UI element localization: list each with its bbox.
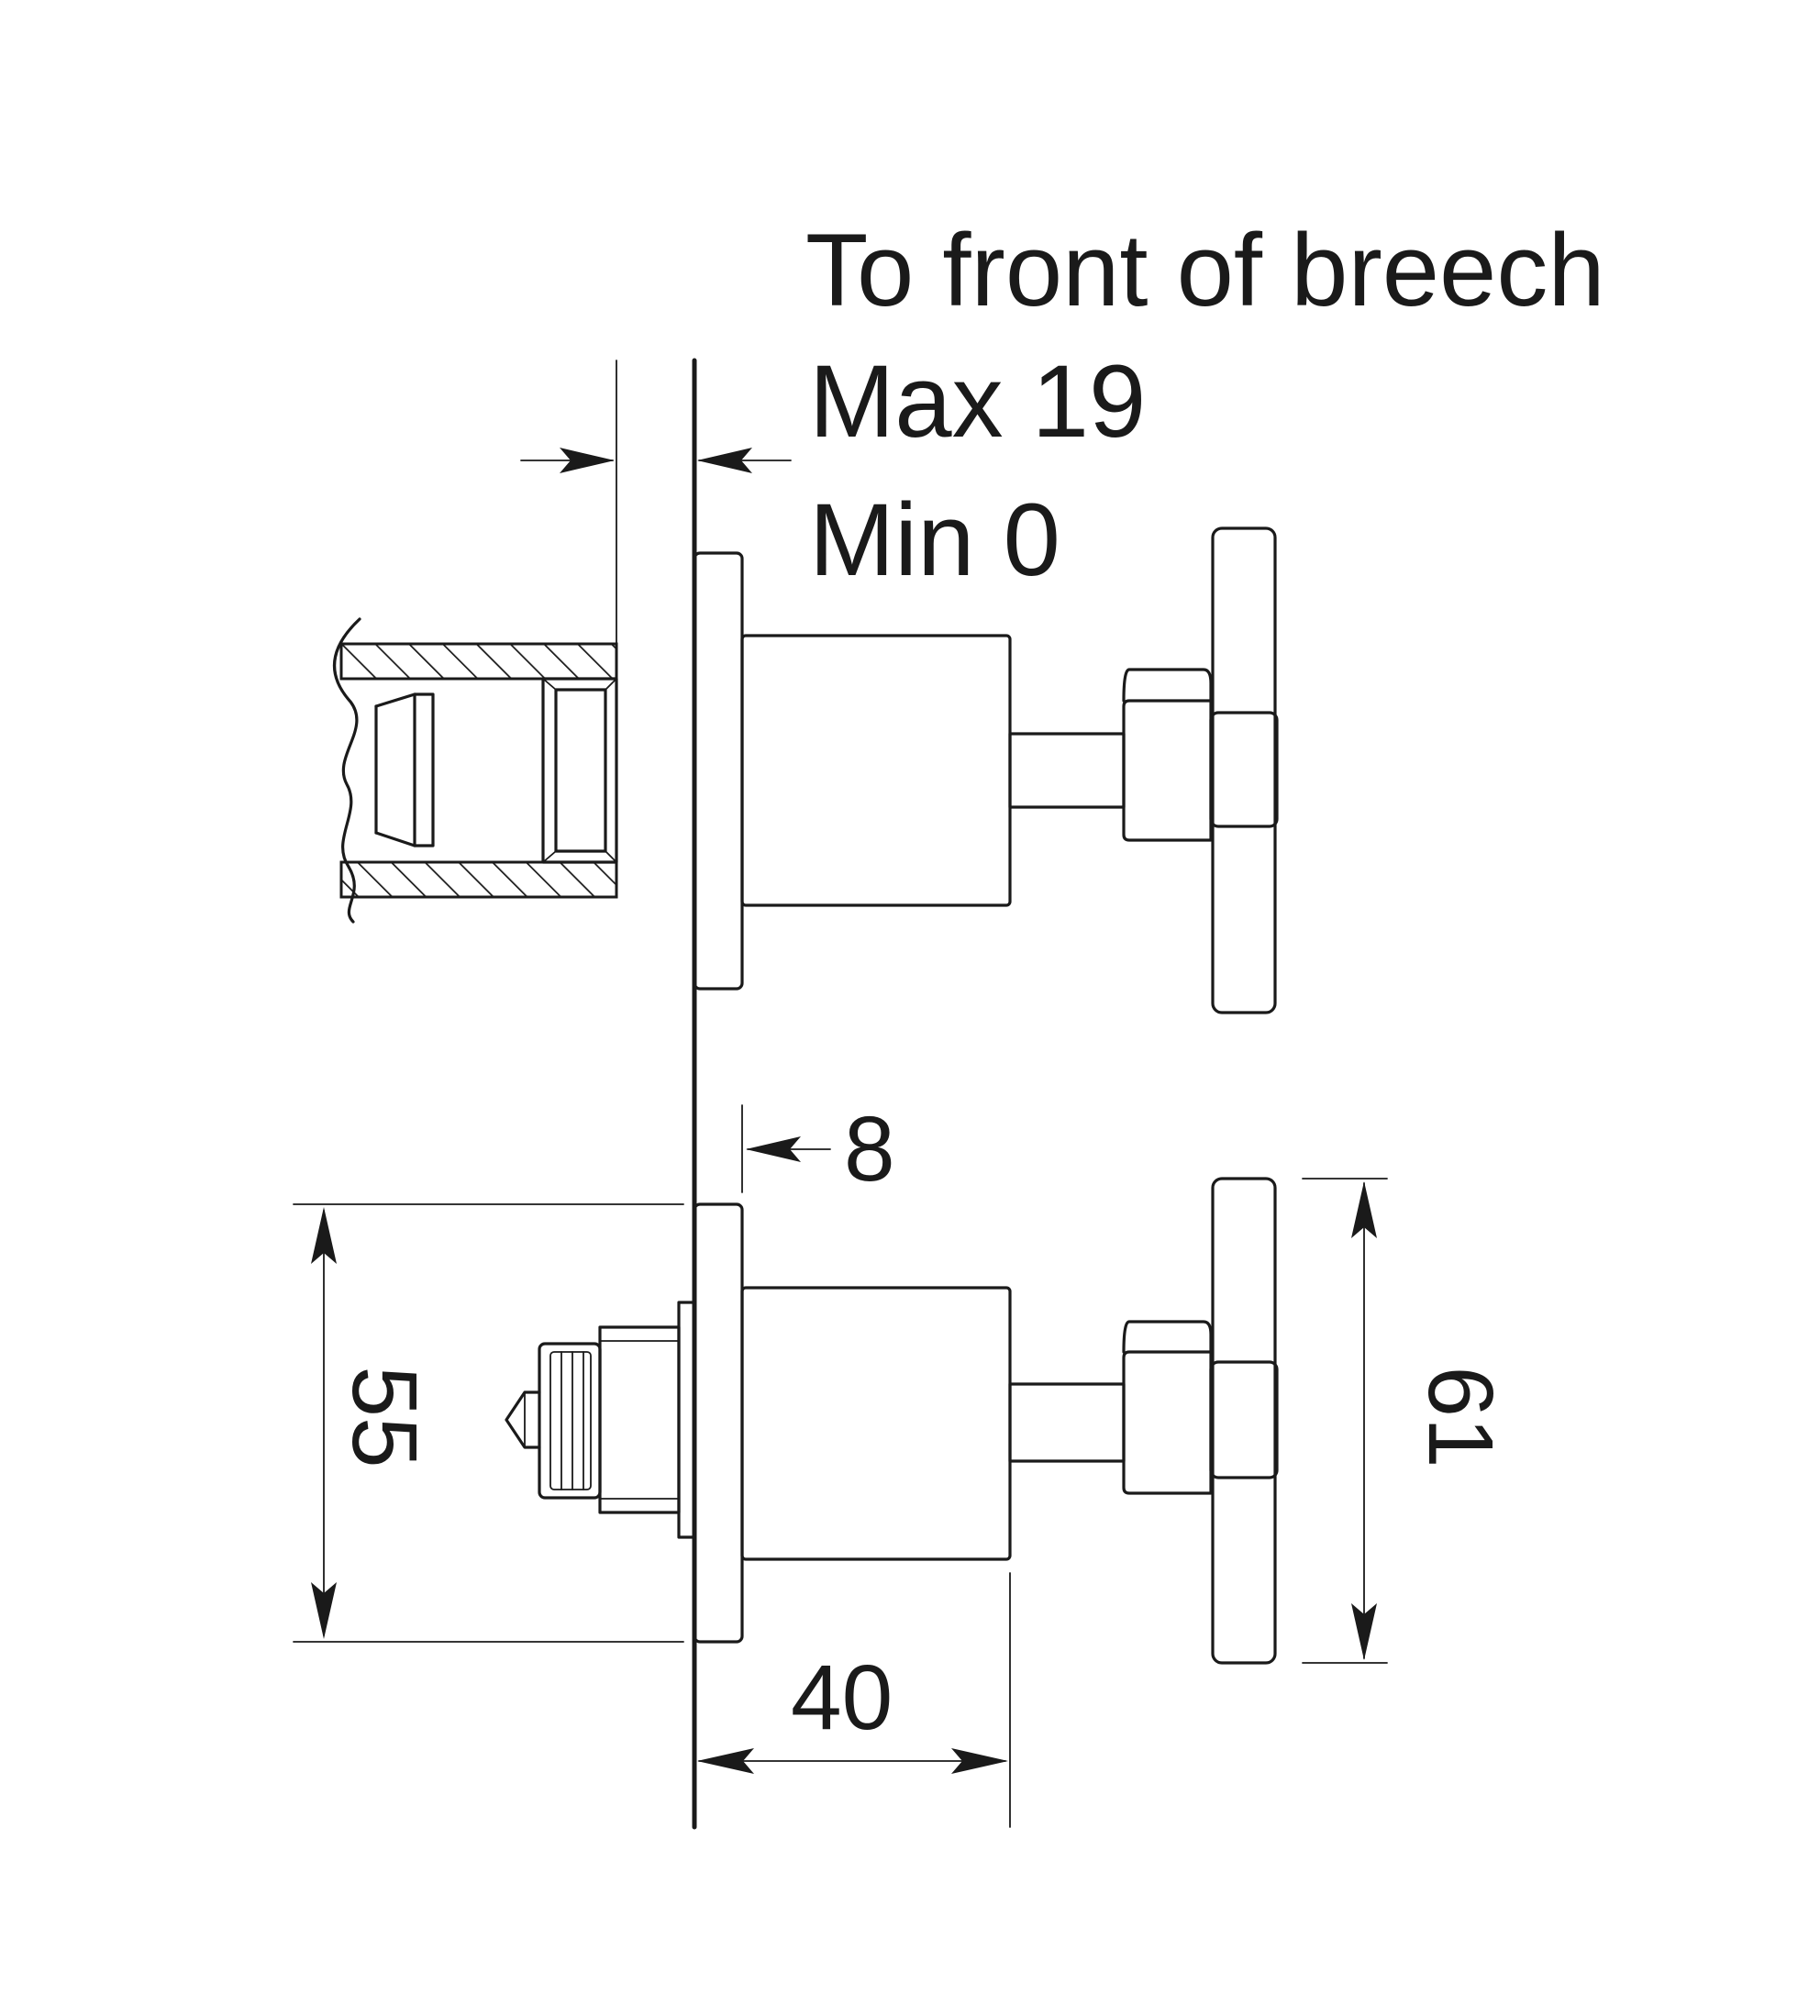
lower-flange <box>693 1202 744 1644</box>
dim-8-label: 8 <box>844 1098 895 1201</box>
lower-hub <box>1122 1350 1213 1495</box>
lower-handle-nut <box>1209 1360 1279 1479</box>
pipe-bottom-wall <box>339 860 618 899</box>
lower-handle <box>1211 1177 1277 1665</box>
lower-spindle <box>1008 1382 1126 1463</box>
dim-55-label: 55 <box>333 1366 436 1468</box>
lower-valve <box>505 1177 1279 1665</box>
pipe-break-line <box>332 617 361 924</box>
lower-tail-pin <box>505 1390 541 1449</box>
upper-hub <box>1122 699 1213 842</box>
dim-61-arrow-bottom <box>1351 1603 1377 1660</box>
breech-pipe-section <box>332 617 618 924</box>
breech-arrow-left <box>560 448 615 473</box>
lower-body <box>740 1286 1012 1561</box>
dim-61-arrow-top <box>1351 1181 1377 1238</box>
lower-tail-collar <box>677 1301 696 1539</box>
dim-40-arrow-right <box>951 1748 1008 1774</box>
breech-note-line-1: To front of breech <box>805 213 1605 327</box>
upper-valve <box>693 526 1279 1014</box>
pipe-top-wall <box>339 642 618 681</box>
lower-tail-thread <box>598 1325 681 1514</box>
breech-arrow-right <box>697 448 752 473</box>
breech-note-line-2: Max 19 <box>809 344 1146 459</box>
dim-8-arrow <box>746 1136 801 1162</box>
dim-40-arrow-left <box>697 1748 754 1774</box>
upper-handle <box>1211 526 1277 1014</box>
upper-body <box>740 634 1012 907</box>
lower-tail-cap <box>538 1342 602 1500</box>
upper-handle-nut <box>1209 711 1279 828</box>
dim-55-arrow-bottom <box>311 1582 337 1639</box>
dim-61-label: 61 <box>1409 1366 1512 1468</box>
breech-note-line-3: Min 0 <box>809 482 1060 597</box>
dim-40-label: 40 <box>791 1646 893 1749</box>
dim-55-arrow-top <box>311 1207 337 1264</box>
upper-flange <box>693 551 744 991</box>
upper-spindle <box>1008 732 1126 809</box>
